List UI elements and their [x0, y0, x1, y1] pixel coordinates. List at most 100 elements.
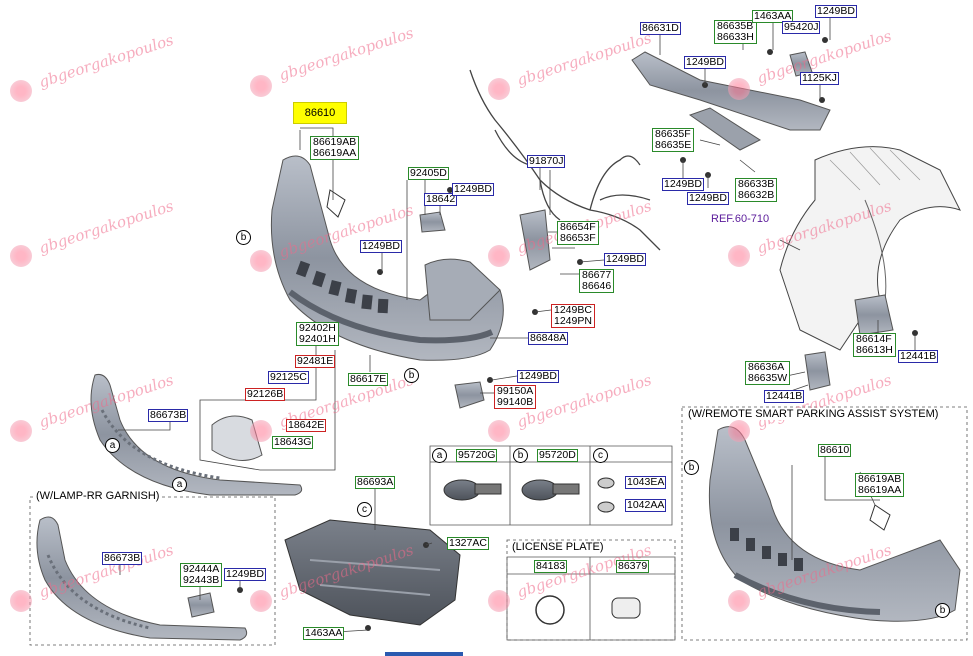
watermark-logo-icon — [250, 250, 272, 272]
skid-plate — [90, 374, 303, 496]
section-title-lamp-garnish: (W/LAMP-RR GARNISH) — [34, 490, 162, 502]
callout-b: b — [935, 603, 950, 618]
part-label[interactable]: 18642E — [286, 419, 327, 432]
callout-b: b — [513, 448, 528, 463]
part-label[interactable]: 18643G — [272, 436, 314, 449]
part-label[interactable]: 1327AC — [447, 537, 489, 550]
part-label[interactable]: 1249BD — [452, 183, 494, 196]
part-number: 86633H — [716, 31, 755, 43]
callout-b: b — [684, 460, 699, 475]
watermark-logo-icon — [10, 245, 32, 267]
part-label[interactable]: 86379 — [616, 560, 650, 573]
part-label[interactable]: 1042AA — [625, 499, 667, 512]
part-label[interactable]: 12441B — [898, 350, 939, 363]
section-title-remote-parking: (W/REMOTE SMART PARKING ASSIST SYSTEM) — [686, 408, 941, 420]
part-label[interactable]: 1249BD — [687, 192, 729, 205]
watermark-logo-icon — [250, 420, 272, 442]
part-number: 86613H — [855, 344, 894, 356]
part-label[interactable]: 86631D — [640, 22, 681, 35]
part-label[interactable]: 1249BD — [604, 253, 646, 266]
part-number: 86632B — [737, 189, 776, 201]
watermark-logo-icon — [10, 590, 32, 612]
part-label[interactable]: 84183 — [534, 560, 568, 573]
callout-b: b — [404, 368, 419, 383]
callout-a: a — [172, 477, 187, 492]
callout-c: c — [593, 448, 608, 463]
part-number: 92402H — [298, 322, 337, 334]
part-label[interactable]: 92481E — [295, 355, 336, 368]
part-label[interactable]: 86673B — [148, 409, 189, 422]
wiring-harness — [469, 69, 661, 251]
part-label[interactable]: 86673B — [102, 552, 143, 565]
part-label[interactable]: 18642 — [424, 193, 458, 206]
part-label-highlighted[interactable]: 86610 — [293, 102, 347, 124]
watermark-logo-icon — [728, 590, 750, 612]
watermark-logo-icon — [10, 420, 32, 442]
part-number: 86635B — [716, 20, 755, 32]
part-label[interactable]: 91870J — [527, 155, 566, 168]
part-label[interactable]: 92126B — [245, 388, 286, 401]
part-label[interactable]: 1125KJ — [800, 72, 839, 85]
part-label[interactable]: 86848A — [528, 332, 569, 345]
brackets — [187, 51, 894, 618]
part-label[interactable]: 95720G — [456, 449, 498, 462]
watermark-logo-icon — [488, 245, 510, 267]
callout-a: a — [105, 438, 120, 453]
sensor-table — [429, 445, 676, 641]
part-label[interactable]: 92405D — [408, 167, 449, 180]
part-label[interactable]: 86693A — [355, 476, 396, 489]
part-label[interactable]: 1249BD — [684, 56, 726, 69]
part-number: 99140B — [496, 396, 535, 408]
part-number: 86614F — [855, 334, 894, 345]
under-cover — [284, 519, 461, 626]
part-number: 86654F — [559, 221, 597, 233]
watermark-logo-icon — [488, 420, 510, 442]
parking-sensors — [443, 477, 641, 625]
part-label[interactable]: 92125C — [268, 371, 309, 384]
part-label[interactable]: 95720D — [537, 449, 578, 462]
part-number: 86619AA — [312, 147, 358, 159]
watermark-logo-icon — [250, 75, 272, 97]
part-label[interactable]: 1249BD — [360, 240, 402, 253]
part-label[interactable]: 1043EA — [625, 476, 667, 489]
part-number: 92444A — [182, 563, 221, 575]
part-number: 1249BC — [553, 304, 593, 316]
part-label[interactable]: 1249BD — [815, 5, 857, 18]
part-label[interactable]: 1249BD — [517, 370, 559, 383]
watermark-logo-icon — [728, 245, 750, 267]
bumper-cover-rspa — [708, 426, 961, 622]
bumper-cover — [270, 155, 504, 361]
part-label[interactable]: 1463AA — [303, 627, 345, 640]
part-number: 92443B — [182, 574, 221, 586]
page-indicator-bar — [385, 652, 463, 656]
part-number: 86653F — [559, 232, 597, 244]
reference-label[interactable]: REF.60-710 — [711, 213, 770, 225]
part-number: 92401H — [298, 333, 337, 345]
callout-c: c — [357, 502, 372, 517]
part-number: 86646 — [581, 280, 613, 292]
watermark-logo-icon — [728, 78, 750, 100]
part-label[interactable]: 86617E — [348, 373, 389, 386]
watermark-logo-icon — [10, 80, 32, 102]
part-number: 86635W — [747, 372, 789, 384]
part-label[interactable]: 95420J — [782, 21, 821, 34]
part-label[interactable]: 1463AA — [752, 10, 794, 23]
part-label[interactable]: 86610 — [818, 444, 852, 457]
part-label[interactable]: 12441B — [764, 390, 805, 403]
part-label[interactable]: 1249BD — [224, 568, 266, 581]
part-label[interactable]: 1249BD — [662, 178, 704, 191]
section-title-license-plate: (LICENSE PLATE) — [510, 541, 606, 553]
